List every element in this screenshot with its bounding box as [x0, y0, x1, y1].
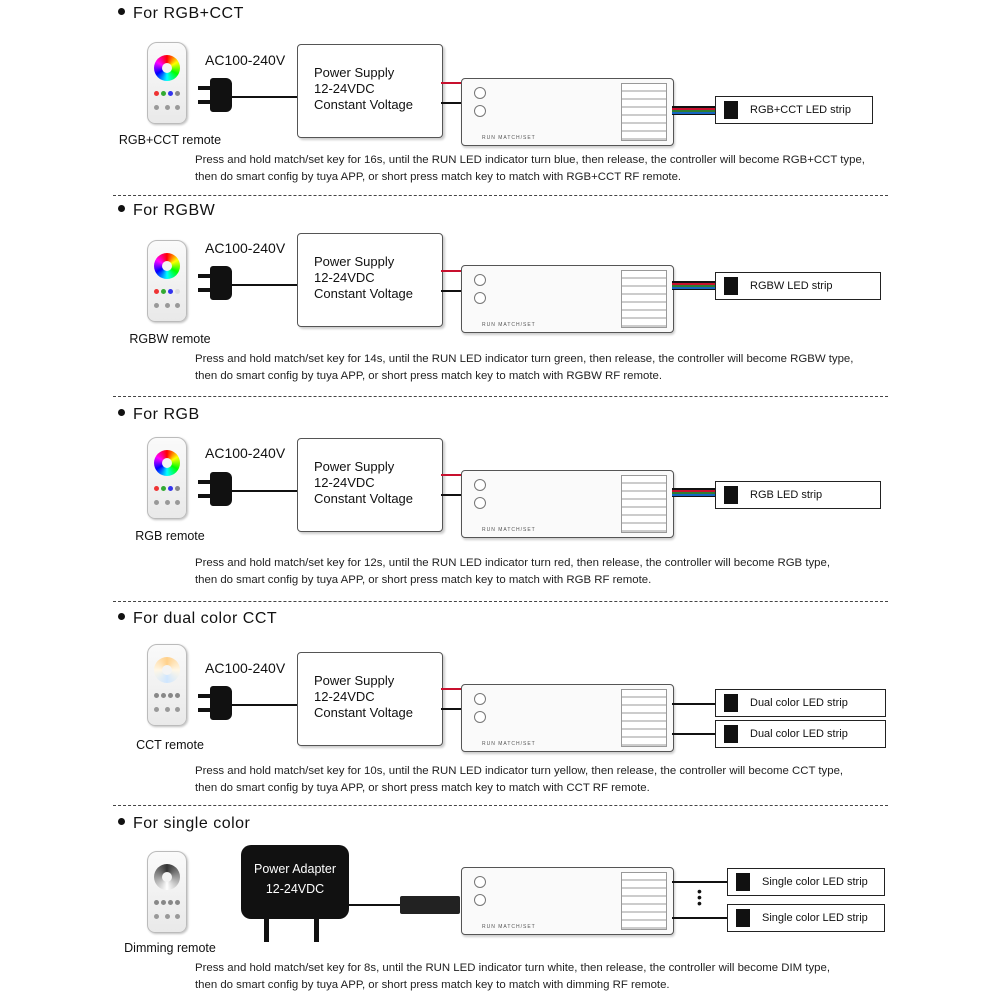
rgb-remote-image	[147, 437, 187, 519]
led-controller: RUN MATCH/SET	[461, 78, 674, 146]
dc-positive-wire	[441, 688, 471, 690]
single-color-led-strip-2: Single color LED strip	[727, 904, 885, 932]
dual-color-led-strip-1: Dual color LED strip	[715, 689, 886, 717]
rgbw-remote-image	[147, 240, 187, 322]
instruction-text: Press and hold match/set key for 12s, un…	[195, 557, 831, 586]
single-color-led-strip-1: Single color LED strip	[727, 868, 885, 896]
adapter-prong	[314, 910, 319, 942]
ac-wire	[232, 704, 300, 706]
output-wires	[672, 488, 718, 497]
remote-label: RGB+CCT remote	[118, 133, 222, 147]
output-wires	[672, 106, 716, 115]
led-controller: RUN MATCH/SET	[461, 684, 674, 752]
ac-wire	[232, 490, 300, 492]
cct-remote-image	[147, 644, 187, 726]
led-controller: RUN MATCH/SET	[461, 470, 674, 538]
ac-plug-icon	[198, 686, 232, 720]
section-divider	[113, 396, 888, 397]
instruction-text: Press and hold match/set key for 14s, un…	[195, 353, 854, 382]
ac-plug-icon	[198, 266, 232, 300]
section-title-rgb: For RGB	[118, 406, 200, 424]
ac-input-label: AC100-240V	[205, 445, 286, 461]
dc-positive-wire	[441, 270, 471, 272]
remote-label: RGB remote	[135, 529, 205, 543]
dc-jack	[400, 896, 460, 914]
dc-positive-wire	[441, 474, 471, 476]
adapter-prong	[264, 910, 269, 942]
output-wires	[672, 281, 722, 290]
output-wires	[672, 881, 727, 883]
section-divider	[113, 805, 888, 806]
section-title-rgbcct: For RGB+CCT	[118, 5, 244, 23]
ac-wire	[232, 284, 300, 286]
ac-wire	[232, 96, 300, 98]
output-wires	[672, 703, 717, 705]
dc-negative-wire	[441, 102, 471, 104]
section-title-cct: For dual color CCT	[118, 610, 277, 628]
ac-input-label: AC100-240V	[205, 240, 286, 256]
remote-label: CCT remote	[136, 738, 204, 752]
led-controller: RUN MATCH/SET	[461, 867, 674, 935]
output-wires	[672, 733, 717, 735]
dc-positive-wire	[441, 82, 471, 84]
more-strips-indicator: •••	[697, 883, 702, 911]
rgbcct-remote-image	[147, 42, 187, 124]
instruction-text: Press and hold match/set key for 10s, un…	[195, 765, 844, 794]
section-divider	[113, 195, 888, 196]
ac-plug-icon	[198, 78, 232, 112]
ac-input-label: AC100-240V	[205, 660, 286, 676]
section-title-single: For single color	[118, 815, 250, 833]
section-divider	[113, 601, 888, 602]
rgbcct-led-strip: RGB+CCT LED strip	[715, 96, 873, 124]
rgb-led-strip: RGB LED strip	[715, 481, 881, 509]
power-adapter: Power Adapter 12-24VDC	[241, 845, 349, 919]
dual-color-led-strip-2: Dual color LED strip	[715, 720, 886, 748]
instruction-text: Press and hold match/set key for 16s, un…	[195, 154, 865, 183]
dc-cable	[349, 904, 401, 906]
ac-plug-icon	[198, 472, 232, 506]
remote-label: Dimming remote	[124, 941, 216, 955]
section-title-rgbw: For RGBW	[118, 202, 215, 220]
ac-input-label: AC100-240V	[205, 52, 286, 68]
remote-label: RGBW remote	[129, 332, 211, 346]
output-wires	[672, 917, 727, 919]
dimming-remote-image	[147, 851, 187, 933]
instruction-text: Press and hold match/set key for 8s, unt…	[195, 962, 831, 991]
rgbw-led-strip: RGBW LED strip	[715, 272, 881, 300]
dc-negative-wire	[441, 708, 471, 710]
dc-negative-wire	[441, 290, 471, 292]
led-controller: RUN MATCH/SET	[461, 265, 674, 333]
dc-negative-wire	[441, 494, 471, 496]
